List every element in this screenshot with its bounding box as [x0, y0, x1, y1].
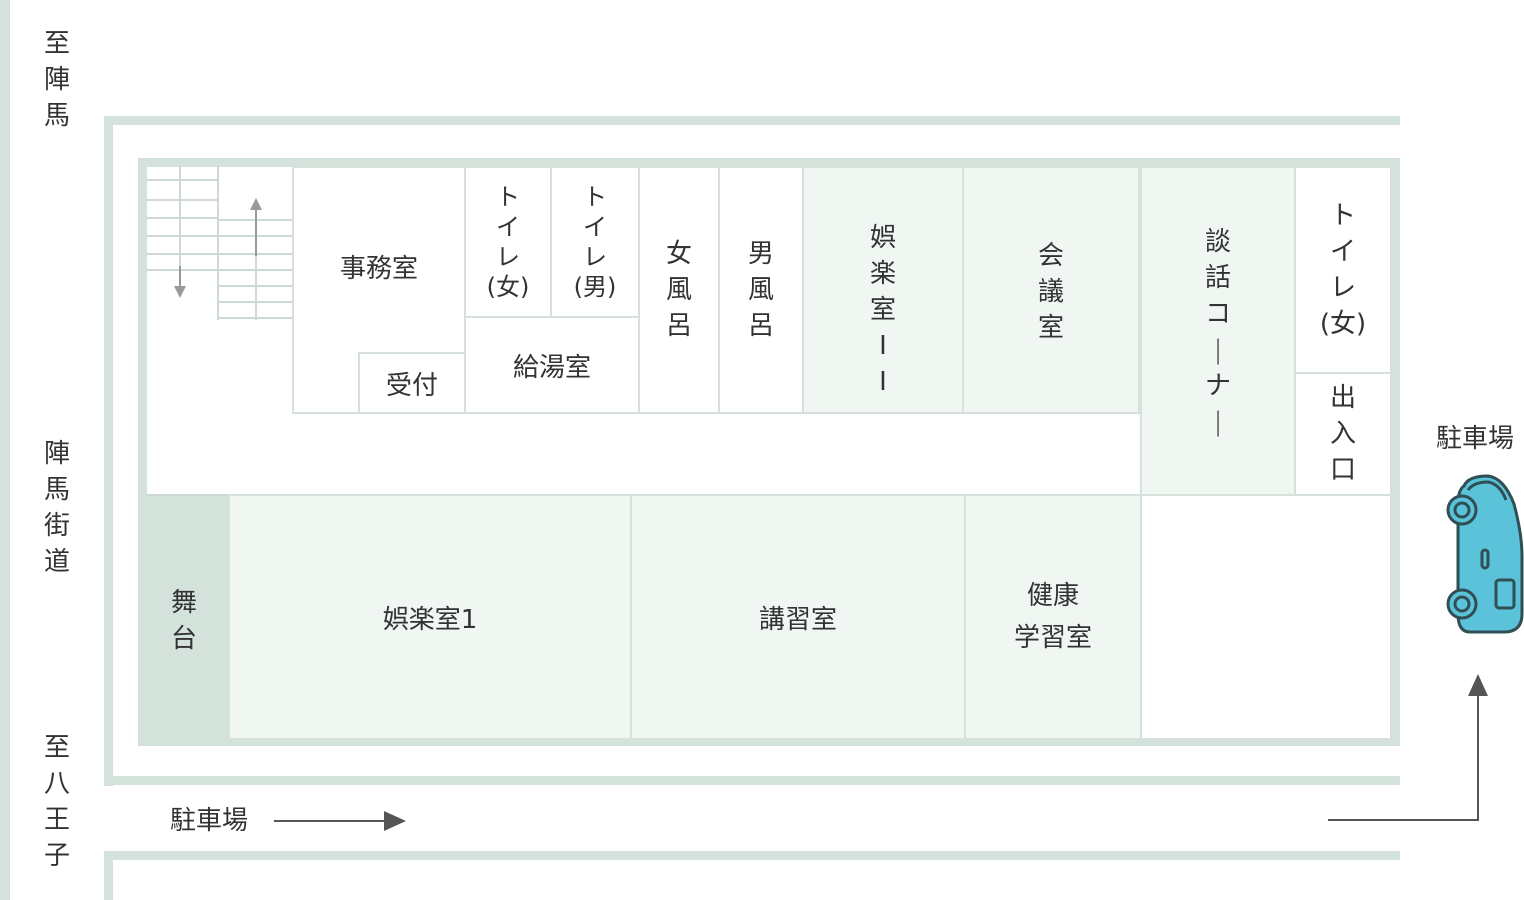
room-label-toilet-women-1: トイレ(女)	[486, 183, 530, 301]
room-label-toilet-men: トイレ(男)	[573, 183, 617, 301]
arrow-right-icon	[274, 811, 406, 831]
room-label-butai: 舞台	[170, 588, 197, 654]
room-toilet-men: トイレ(男)	[550, 166, 640, 318]
room-label-toilet-women-2: トイレ(女)	[1319, 201, 1367, 339]
room-label-jimushitsu: 事務室	[339, 254, 418, 284]
room-gorakushitsu-1: 娯楽室1	[228, 494, 632, 740]
room-label-kaigishitsu: 会議室	[1037, 241, 1064, 343]
room-label-deiriguchi: 出入口	[1329, 383, 1356, 485]
parking-lane-bottom-line	[104, 851, 1400, 860]
room-danwa-corner: 談話コ|ナ|	[1140, 166, 1296, 496]
site-boundary-bottom	[104, 776, 1400, 785]
road-name-jinba-kaido: 陣馬街道	[43, 439, 70, 577]
room-deiriguchi: 出入口	[1294, 372, 1392, 496]
room-label-danwa-corner: 談話コ|ナ|	[1204, 227, 1231, 437]
parking-label-right: 駐車場	[1436, 424, 1515, 454]
room-label-otoko-buro: 男風呂	[747, 239, 774, 341]
site-boundary-top	[104, 116, 1400, 125]
room-label-kenko-line2: 学習室	[1013, 623, 1092, 653]
room-label-onna-buro: 女風呂	[665, 239, 692, 341]
car-icon	[1446, 474, 1524, 634]
left-road-strip	[0, 0, 10, 900]
room-otoko-buro: 男風呂	[718, 166, 804, 414]
room-label-uketsuke: 受付	[385, 370, 438, 401]
stairs-icon	[146, 166, 294, 320]
room-label-koshushitsu: 講習室	[758, 604, 837, 635]
direction-to-jinba: 至陣馬	[43, 29, 70, 131]
room-label-kenko-line1: 健康	[1026, 581, 1079, 611]
room-kenko-gakushushitsu: 健康 学習室	[964, 494, 1142, 740]
room-uketsuke: 受付	[358, 352, 466, 414]
room-kaigishitsu: 会議室	[962, 166, 1140, 414]
parking-lane-left-line	[104, 851, 113, 900]
site-boundary-left	[104, 116, 113, 786]
room-kyutoshitsu: 給湯室	[464, 316, 640, 414]
room-toilet-women-1: トイレ(女)	[464, 166, 552, 318]
direction-to-hachioji: 至八王子	[43, 733, 70, 871]
room-toilet-women-2: トイレ(女)	[1294, 166, 1392, 374]
parking-label-bottom: 駐車場	[170, 806, 249, 836]
room-label-kyutoshitsu: 給湯室	[512, 352, 591, 383]
room-butai: 舞台	[138, 496, 230, 746]
room-empty-corner	[1140, 494, 1392, 740]
arrow-up-icon	[1328, 674, 1488, 821]
room-onna-buro: 女風呂	[638, 166, 720, 414]
room-label-gorakushitsu-1: 娯楽室1	[382, 604, 478, 635]
room-koshushitsu: 講習室	[630, 494, 966, 740]
